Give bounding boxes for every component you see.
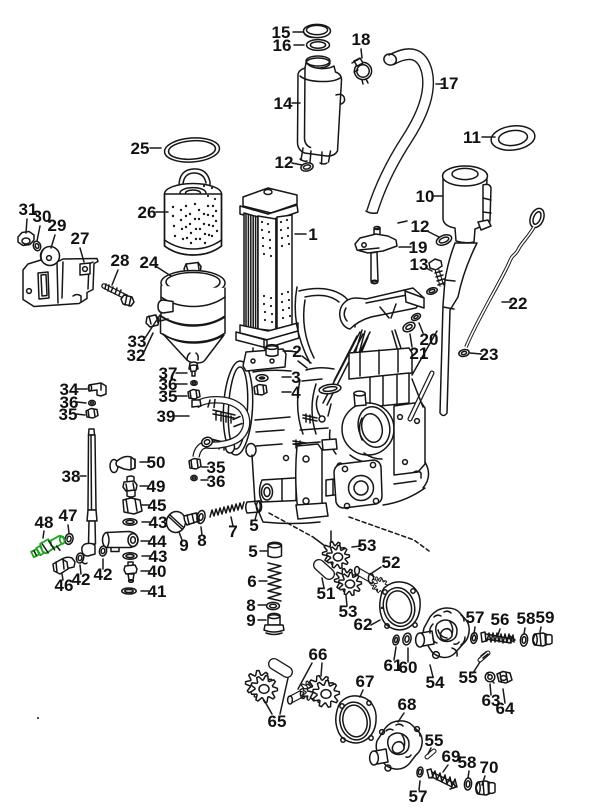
svg-text:64: 64: [496, 699, 515, 718]
svg-text:57: 57: [409, 787, 428, 806]
svg-text:8: 8: [246, 596, 255, 615]
svg-text:41: 41: [148, 582, 167, 601]
svg-text:25: 25: [131, 139, 150, 158]
svg-text:61: 61: [384, 656, 403, 675]
svg-text:24: 24: [140, 253, 159, 272]
svg-text:37: 37: [159, 364, 178, 383]
svg-text:36: 36: [207, 472, 226, 491]
svg-text:34: 34: [60, 380, 79, 399]
svg-text:58: 58: [458, 753, 477, 772]
svg-text:15: 15: [272, 23, 291, 42]
svg-text:54: 54: [426, 673, 445, 692]
svg-text:9: 9: [246, 611, 255, 630]
svg-text:46: 46: [55, 576, 74, 595]
svg-text:43: 43: [149, 547, 168, 566]
svg-text:29: 29: [48, 216, 67, 235]
svg-text:55: 55: [425, 731, 444, 750]
svg-text:12: 12: [275, 153, 294, 172]
svg-text:63: 63: [482, 691, 501, 710]
svg-text:53: 53: [358, 536, 377, 555]
svg-text:44: 44: [148, 532, 167, 551]
svg-text:59: 59: [536, 608, 555, 627]
svg-text:12: 12: [411, 217, 430, 236]
svg-text:8: 8: [197, 531, 206, 550]
svg-text:16: 16: [273, 36, 292, 55]
svg-text:6: 6: [247, 572, 256, 591]
svg-text:5: 5: [249, 516, 258, 535]
svg-text:22: 22: [509, 294, 528, 313]
svg-text:3: 3: [291, 368, 300, 387]
svg-text:45: 45: [148, 496, 167, 515]
svg-text:4: 4: [291, 383, 301, 402]
svg-text:1: 1: [308, 225, 317, 244]
svg-text:31: 31: [19, 200, 38, 219]
svg-text:30: 30: [33, 207, 52, 226]
svg-text:21: 21: [410, 344, 429, 363]
svg-text:42: 42: [94, 565, 113, 584]
svg-text:51: 51: [317, 584, 336, 603]
svg-text:57: 57: [466, 608, 485, 627]
svg-text:70: 70: [480, 758, 499, 777]
svg-text:47: 47: [59, 506, 78, 525]
svg-text:32: 32: [127, 346, 146, 365]
svg-text:68: 68: [398, 695, 417, 714]
svg-text:17: 17: [440, 74, 459, 93]
svg-text:52: 52: [382, 553, 401, 572]
svg-text:35: 35: [59, 405, 78, 424]
svg-text:60: 60: [399, 658, 418, 677]
svg-text:62: 62: [354, 615, 373, 634]
svg-text:28: 28: [111, 251, 130, 270]
svg-text:65: 65: [268, 712, 287, 731]
svg-text:50: 50: [147, 453, 166, 472]
svg-text:18: 18: [352, 30, 371, 49]
svg-text:69: 69: [442, 747, 461, 766]
svg-text:39: 39: [157, 407, 176, 426]
svg-text:14: 14: [274, 94, 293, 113]
svg-text:26: 26: [138, 203, 157, 222]
svg-text:35: 35: [207, 458, 226, 477]
svg-text:40: 40: [148, 562, 167, 581]
svg-text:38: 38: [62, 467, 81, 486]
svg-text:48: 48: [35, 513, 54, 532]
svg-text:19: 19: [409, 238, 428, 257]
svg-text:67: 67: [356, 672, 375, 691]
svg-text:23: 23: [480, 345, 499, 364]
svg-text:49: 49: [147, 477, 166, 496]
svg-text:66: 66: [309, 645, 328, 664]
svg-text:58: 58: [517, 609, 536, 628]
svg-text:35: 35: [159, 387, 178, 406]
svg-text:56: 56: [491, 610, 510, 629]
svg-text:27: 27: [71, 229, 90, 248]
svg-text:5: 5: [248, 542, 257, 561]
svg-text:20: 20: [420, 330, 439, 349]
svg-text:33: 33: [128, 332, 147, 351]
svg-text:42: 42: [72, 570, 91, 589]
svg-text:9: 9: [179, 536, 188, 555]
svg-text:7: 7: [228, 522, 237, 541]
svg-text:11: 11: [463, 128, 481, 147]
svg-text:2: 2: [292, 342, 301, 361]
svg-text:36: 36: [60, 393, 79, 412]
svg-text:43: 43: [149, 513, 168, 532]
svg-text:10: 10: [416, 187, 435, 206]
svg-text:53: 53: [339, 602, 358, 621]
svg-text:13: 13: [410, 255, 429, 274]
svg-text:36: 36: [159, 375, 178, 394]
